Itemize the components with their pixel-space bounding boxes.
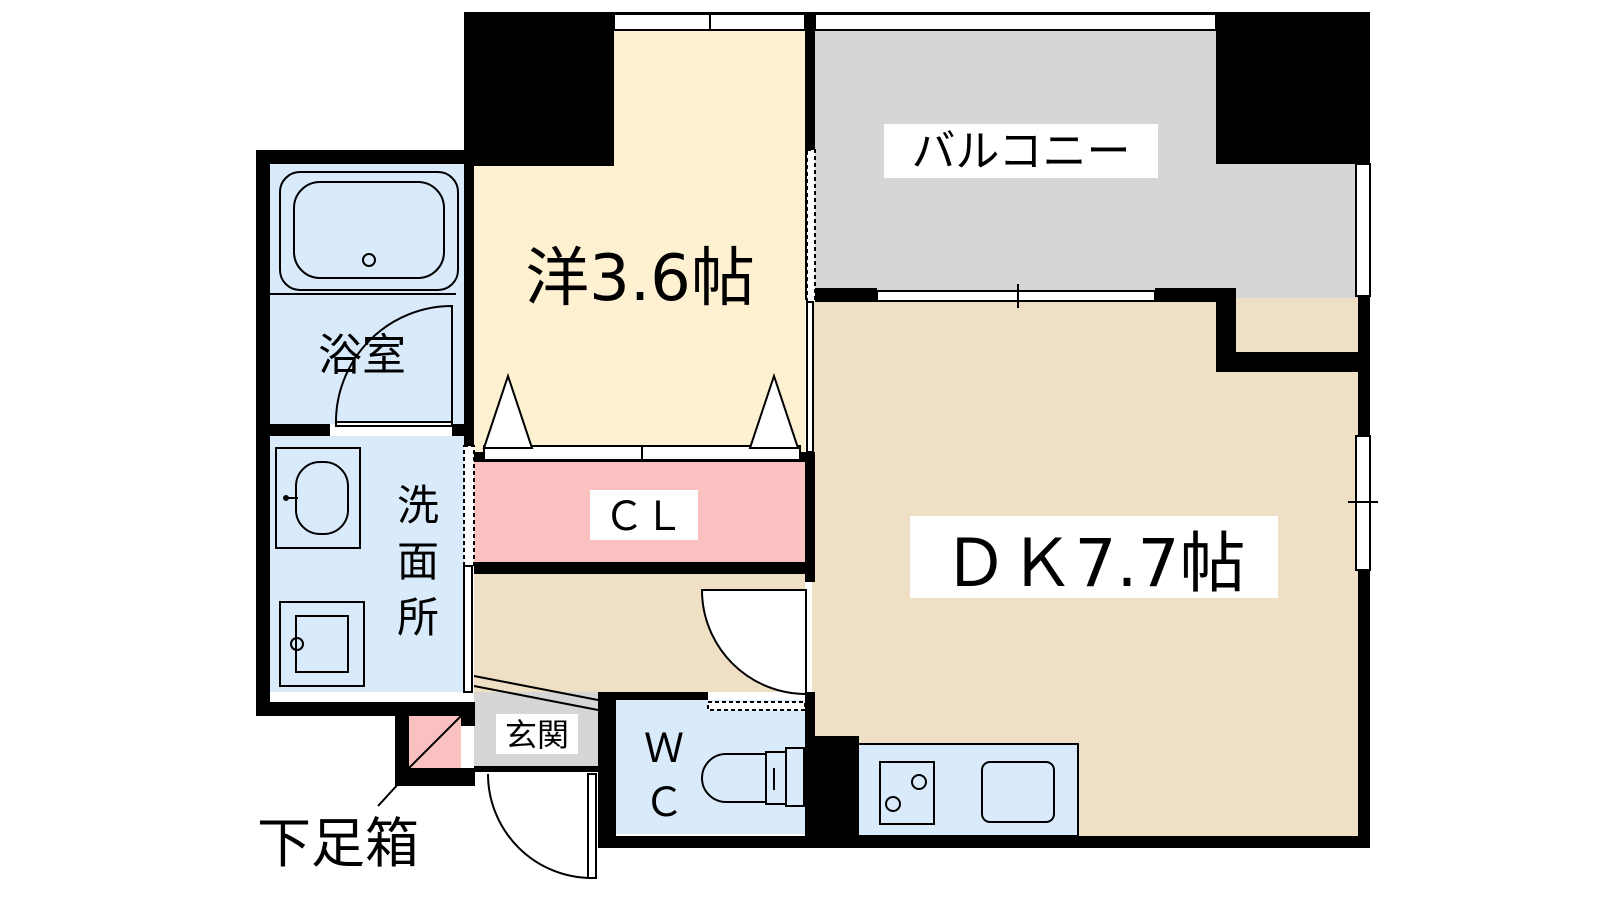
western-room-label: 洋3.6帖 [525,242,755,316]
balcony-label-bg [884,124,1158,178]
bathroom-label: 浴室 [318,330,406,381]
entrance-door [473,675,599,880]
washroom-label-2: 面 [397,537,439,586]
washroom-label-1: 洗 [397,481,439,530]
bathtub-icon [270,171,459,295]
shoe-box-icon [377,715,462,807]
closet-label: ＣＬ [604,494,684,540]
toilet-label-1: Ｗ [644,726,684,772]
shoe-box-label: 下足箱 [257,812,419,875]
windows [463,13,1378,711]
entrance-label-bg [496,714,578,754]
closet-doors [482,372,801,461]
sink-icon [981,761,1055,823]
hallway-door [700,589,807,696]
washroom-floor [270,436,466,692]
entrance-label: 玄関 [505,716,569,754]
washroom-label-3: 所 [397,593,439,642]
bathroom-door [334,304,453,427]
dk-label-bg [910,516,1278,598]
stove-icon [879,761,935,825]
washing-machine-icon [279,601,365,687]
kitchen-counter [857,743,1079,837]
dk-label: ＤＫ7.7帖 [943,525,1246,602]
closet-label-bg [590,490,698,540]
balcony-label: バルコニー [911,126,1130,177]
washbasin-icon [275,447,361,549]
toilet-label-2: Ｃ [644,780,684,826]
toilet-icon [701,747,805,807]
